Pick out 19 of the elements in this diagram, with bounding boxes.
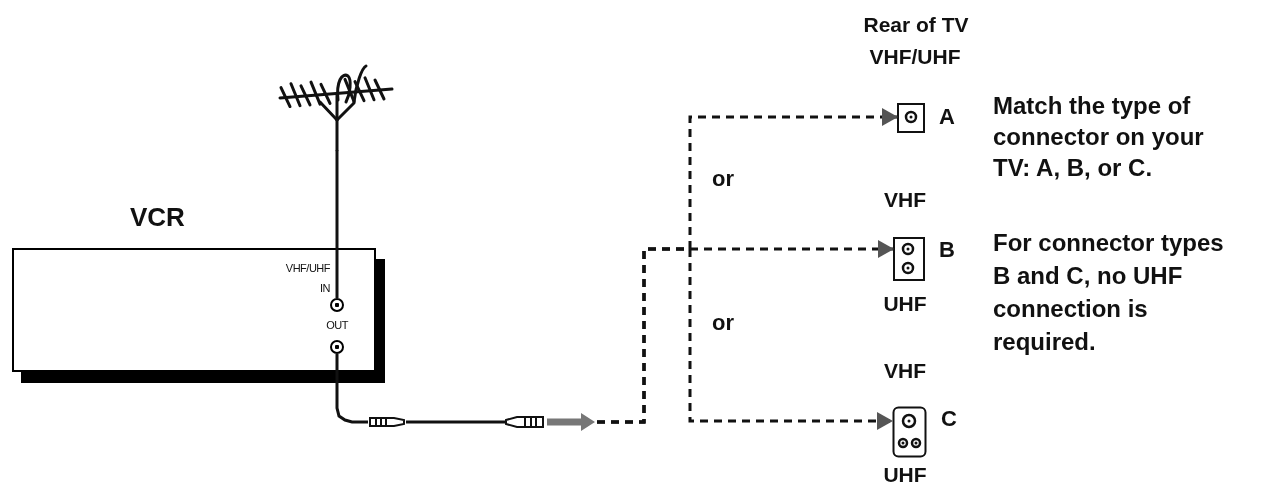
connector-letter: B — [939, 237, 955, 263]
band-label: UHF — [882, 291, 928, 317]
device-title: VCR — [130, 202, 185, 233]
alternative-label: or — [712, 166, 735, 192]
cable-line — [335, 150, 339, 298]
cable-line — [335, 354, 368, 424]
connector-letter: A — [939, 104, 955, 130]
instruction-note: Match the type of connector on your TV: A, B, or C. — [993, 91, 1205, 183]
band-label: VHF — [883, 187, 927, 213]
cable-line — [406, 420, 505, 424]
band-label: VHF/UHF — [868, 44, 962, 70]
band-label: UHF — [882, 462, 928, 488]
connector-letter: C — [941, 406, 957, 432]
alternative-label: or — [712, 310, 735, 336]
instruction-note: For connector types B and C, no UHF connection is required. — [993, 228, 1225, 357]
jack-label: OUT — [325, 318, 350, 332]
heading: Rear of TV — [862, 12, 970, 38]
jack-label: VHF/UHF IN — [284, 261, 330, 296]
band-label: VHF — [883, 358, 927, 384]
